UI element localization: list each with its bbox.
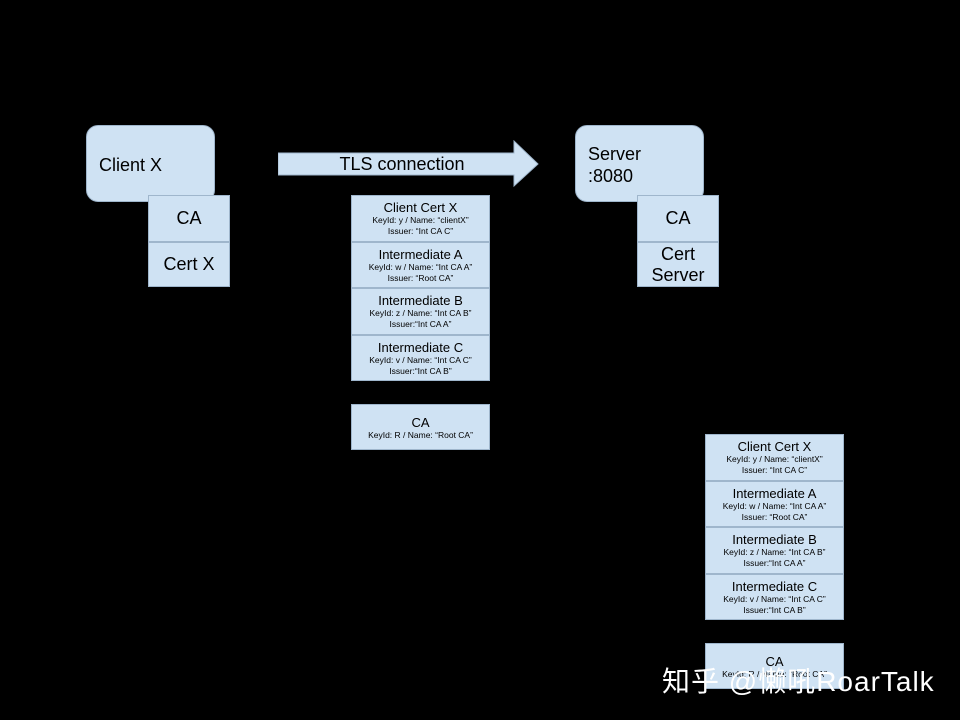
client-ca-label: CA bbox=[176, 208, 202, 228]
cert-keyid: KeyId: y / Name: “clientX” bbox=[726, 454, 823, 464]
server-node: Server :8080 bbox=[575, 125, 704, 202]
cert-keyid: KeyId: y / Name: “clientX” bbox=[372, 215, 469, 225]
root-ca-right: CA KeyId: R / Name: “Root CA” bbox=[705, 643, 844, 689]
chain-right-intermediate-a: Intermediate A KeyId: w / Name: “Int CA … bbox=[705, 481, 844, 527]
cert-keyid: KeyId: w / Name: “Int CA A” bbox=[368, 262, 473, 272]
cert-keyid: KeyId: v / Name: “Int CA C” bbox=[369, 355, 472, 365]
server-cert-label-line2: Server bbox=[651, 264, 705, 285]
cert-title: Intermediate A bbox=[378, 247, 463, 262]
chain-right-client-cert: Client Cert X KeyId: y / Name: “clientX”… bbox=[705, 434, 844, 481]
client-x-title: Client X bbox=[99, 155, 163, 175]
chain-center-client-cert: Client Cert X KeyId: y / Name: “clientX”… bbox=[351, 195, 490, 242]
server-ca-box: CA bbox=[637, 195, 719, 242]
cert-title: Intermediate C bbox=[377, 340, 464, 355]
root-ca-keyid: KeyId: R / Name: “Root CA” bbox=[368, 430, 473, 440]
cert-issuer: Issuer:“Int CA A” bbox=[743, 558, 806, 568]
server-title-line1: Server bbox=[588, 144, 642, 164]
server-title-line2: :8080 bbox=[588, 166, 634, 186]
cert-title: Intermediate A bbox=[732, 486, 817, 501]
client-ca-box: CA bbox=[148, 195, 230, 242]
cert-title: Client Cert X bbox=[737, 439, 812, 454]
cert-keyid: KeyId: z / Name: “Int CA B” bbox=[369, 308, 472, 318]
tls-connection-arrow bbox=[278, 140, 539, 188]
cert-title: Intermediate C bbox=[731, 579, 818, 594]
cert-title: Intermediate B bbox=[732, 532, 817, 547]
server-ca-label: CA bbox=[665, 208, 691, 228]
chain-center-intermediate-b: Intermediate B KeyId: z / Name: “Int CA … bbox=[351, 288, 490, 335]
root-ca-keyid: KeyId: R / Name: “Root CA” bbox=[722, 669, 827, 679]
cert-issuer: Issuer:“Int CA A” bbox=[389, 319, 452, 329]
cert-title: Intermediate B bbox=[378, 293, 463, 308]
cert-issuer: Issuer:“Int CA B” bbox=[743, 605, 806, 615]
chain-right-intermediate-b: Intermediate B KeyId: z / Name: “Int CA … bbox=[705, 527, 844, 574]
client-cert-box: Cert X bbox=[148, 242, 230, 287]
tls-connection-label: TLS connection bbox=[339, 154, 465, 174]
cert-issuer: Issuer: “Root CA” bbox=[387, 273, 454, 283]
cert-title: Client Cert X bbox=[383, 200, 458, 215]
client-x-node: Client X bbox=[86, 125, 215, 202]
cert-issuer: Issuer: “Root CA” bbox=[741, 512, 808, 522]
cert-keyid: KeyId: z / Name: “Int CA B” bbox=[723, 547, 826, 557]
root-ca-title: CA bbox=[411, 415, 430, 430]
cert-keyid: KeyId: v / Name: “Int CA C” bbox=[723, 594, 826, 604]
cert-issuer: Issuer: “Int CA C” bbox=[387, 226, 454, 236]
root-ca-center: CA KeyId: R / Name: “Root CA” bbox=[351, 404, 490, 450]
client-cert-label: Cert X bbox=[163, 254, 215, 274]
cert-issuer: Issuer:“Int CA B” bbox=[389, 366, 452, 376]
chain-center-intermediate-c: Intermediate C KeyId: v / Name: “Int CA … bbox=[351, 335, 490, 381]
server-cert-label-line1: Cert bbox=[660, 243, 695, 264]
cert-keyid: KeyId: w / Name: “Int CA A” bbox=[722, 501, 827, 511]
root-ca-title: CA bbox=[765, 654, 784, 669]
watermark-text: 知乎 @懒吼RoarTalk bbox=[662, 666, 935, 697]
cert-issuer: Issuer: “Int CA C” bbox=[741, 465, 808, 475]
chain-center-intermediate-a: Intermediate A KeyId: w / Name: “Int CA … bbox=[351, 242, 490, 288]
server-cert-box: Cert Server bbox=[637, 242, 719, 287]
chain-right-intermediate-c: Intermediate C KeyId: v / Name: “Int CA … bbox=[705, 574, 844, 620]
